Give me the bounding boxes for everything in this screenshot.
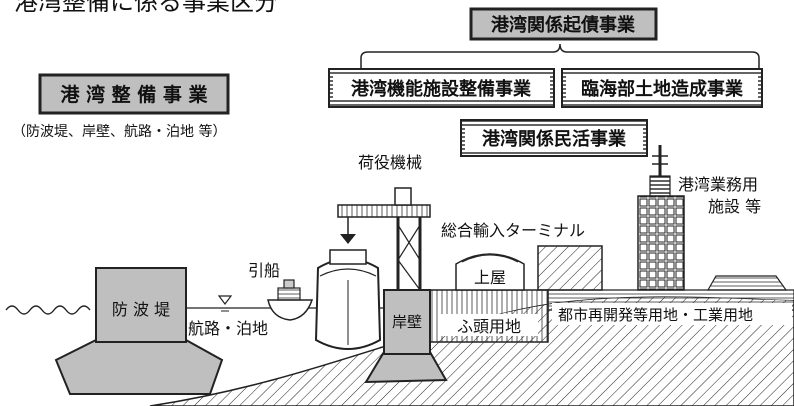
tugboat-label: 引船 [248,261,280,280]
warehouse-label: 上屋 [474,268,506,287]
tugboat [267,279,314,321]
kinou-shisetsu-label: 港湾機能施設整備事業 [351,78,532,100]
kanren-kisai-label: 港湾関係起債事業 [491,14,636,36]
minkatsu-label: 港湾関係民活事業 [482,128,627,150]
terminal-building [537,245,603,291]
kanren-kisai-box [469,7,658,41]
office-tower-label-1: 港湾業務用 [678,175,758,194]
office-tower [637,145,685,291]
crane-label: 荷役機械 [358,153,422,172]
seibi-note: （防波堤、岸壁、航路・泊地 等） [12,123,226,140]
breakwater-base [54,339,224,395]
sea-wave [5,305,91,315]
quay-label: 岸壁 [392,313,422,331]
seibi-box [38,73,230,115]
breakwater-label: 防 波 堤 [112,300,170,319]
far-warehouse [706,275,788,291]
breakwater [95,267,187,343]
channel-label: 航路・泊地 [188,319,268,338]
terminal-label: 総合輸入ターミナル [441,221,585,240]
rinkai-label: 臨海部土地造成事業 [581,78,744,100]
seibi-label: 港 湾 整 備 事 業 [60,83,208,106]
page-title: 港湾整備に係る事業区分 [14,0,278,16]
cargo-ship [314,249,382,350]
warehouse [455,253,525,291]
quay-wall [383,289,431,355]
urban-land-label: 都市再開発等用地・工業用地 [558,306,753,324]
office-tower-label-2: 施設 等 [708,197,761,216]
crane [337,187,431,292]
category-brace [360,43,760,68]
wharf-label: ふ頭用地 [457,317,521,336]
